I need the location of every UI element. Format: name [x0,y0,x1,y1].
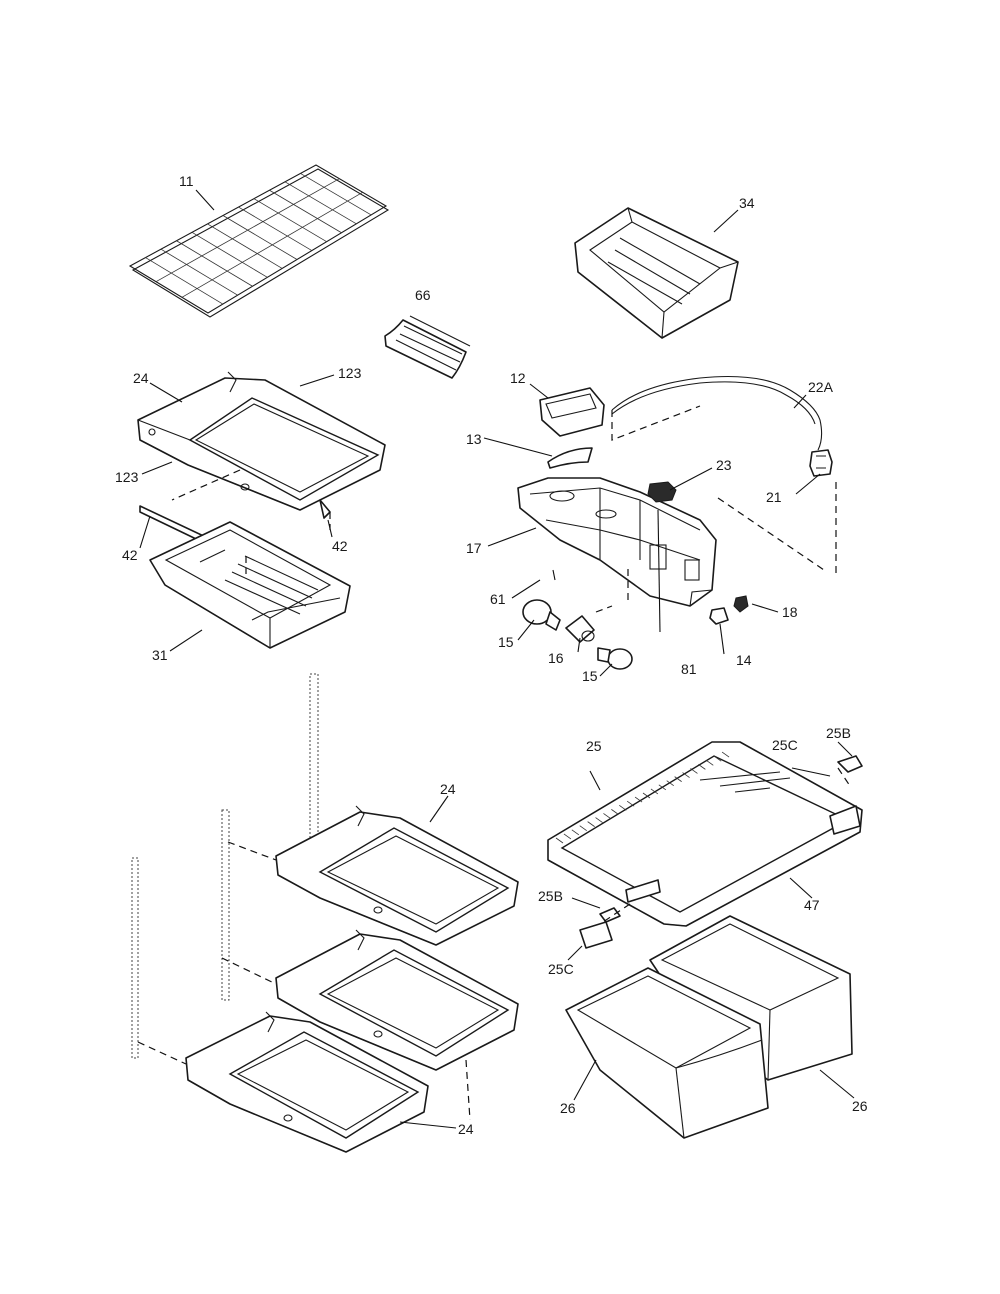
vent-slot [698,764,706,770]
wire-bar [253,198,327,243]
label-23: 23 [716,457,732,473]
wire-rail [181,191,363,298]
label-14: 14 [736,652,752,668]
wire-bar [300,173,372,216]
vent-slot [571,829,580,836]
drawer-left [139,505,351,649]
crisper-drawers [565,915,853,1139]
label-25B-bottom: 25B [538,888,563,904]
vent-slot [674,776,682,782]
wire-bar [145,257,224,305]
vent-slot [619,804,627,811]
label-24-bottom: 24 [458,1121,474,1137]
label-47: 47 [804,897,820,913]
vent-slot [642,792,651,799]
label-26-left: 26 [560,1100,576,1116]
label-42-right: 42 [332,538,348,554]
light-cover [539,387,605,469]
wire-bar [160,248,238,296]
label-123-right: 123 [338,365,362,381]
wire-rail [155,178,340,283]
label-66: 66 [415,287,431,303]
vent-slot [658,784,667,791]
crisper-cover [547,741,863,949]
label-25: 25 [586,738,602,754]
vent-slot [603,813,611,819]
wire-harness-inner [611,381,816,425]
wire-harness [611,376,823,451]
wire-bar [284,181,357,225]
label-17: 17 [466,540,482,556]
wire-bar [176,240,253,287]
vent-slot [682,772,690,778]
vent-slot [555,837,564,844]
light-shield [384,315,471,379]
label-31: 31 [152,647,168,663]
glass-shelf-upper [275,805,519,946]
assembly-lines [137,405,851,1121]
control-housing [517,477,717,607]
vent-slot [563,833,572,840]
label-22A: 22A [808,379,834,395]
vent-slot [666,780,674,787]
wire-shelf [128,164,390,318]
label-18: 18 [782,604,798,620]
label-123-left: 123 [115,469,139,485]
vent-slot [721,751,730,758]
wire-bar [269,189,342,234]
vent-slot [595,817,603,823]
label-15-upper: 15 [498,634,514,650]
part-labels: 11 34 66 24 123 123 42 42 31 12 13 22A 2… [115,173,868,1137]
small-components [522,449,833,670]
label-25B-top: 25B [826,725,851,741]
vent-slot [650,788,659,795]
vent-slot [611,809,619,815]
label-25C-bottom: 25C [548,961,574,977]
vent-slot [713,755,722,762]
glass-shelf-middle [275,929,519,1071]
wire-bar [207,223,283,269]
wire-bar [191,231,268,278]
label-25C-top: 25C [772,737,798,753]
label-24-top: 24 [133,370,149,386]
label-11: 11 [179,173,194,189]
leader-lines [139,189,855,1129]
label-34: 34 [739,195,755,211]
vent-slot [706,759,714,766]
glass-shelf-top-left [137,371,386,519]
label-42-left: 42 [122,547,138,563]
glass-shelf-lower [185,1011,429,1153]
label-12: 12 [510,370,526,386]
glass-shelf-stack [185,805,519,1153]
wire-bar [222,215,298,260]
label-15-lower: 15 [582,668,598,684]
vent-slot [634,796,643,803]
label-81: 81 [681,661,697,677]
vent-slot [690,768,698,774]
vent-slot [579,825,587,832]
label-24-mid: 24 [440,781,456,797]
label-26-right: 26 [852,1098,868,1114]
label-61: 61 [490,591,506,607]
label-16: 16 [548,650,564,666]
label-21: 21 [766,489,782,505]
crisper-bin-top-right [574,207,739,339]
wire-bar [238,206,313,251]
label-13: 13 [466,431,482,447]
vent-slot [626,800,635,807]
vent-slot [587,821,595,827]
